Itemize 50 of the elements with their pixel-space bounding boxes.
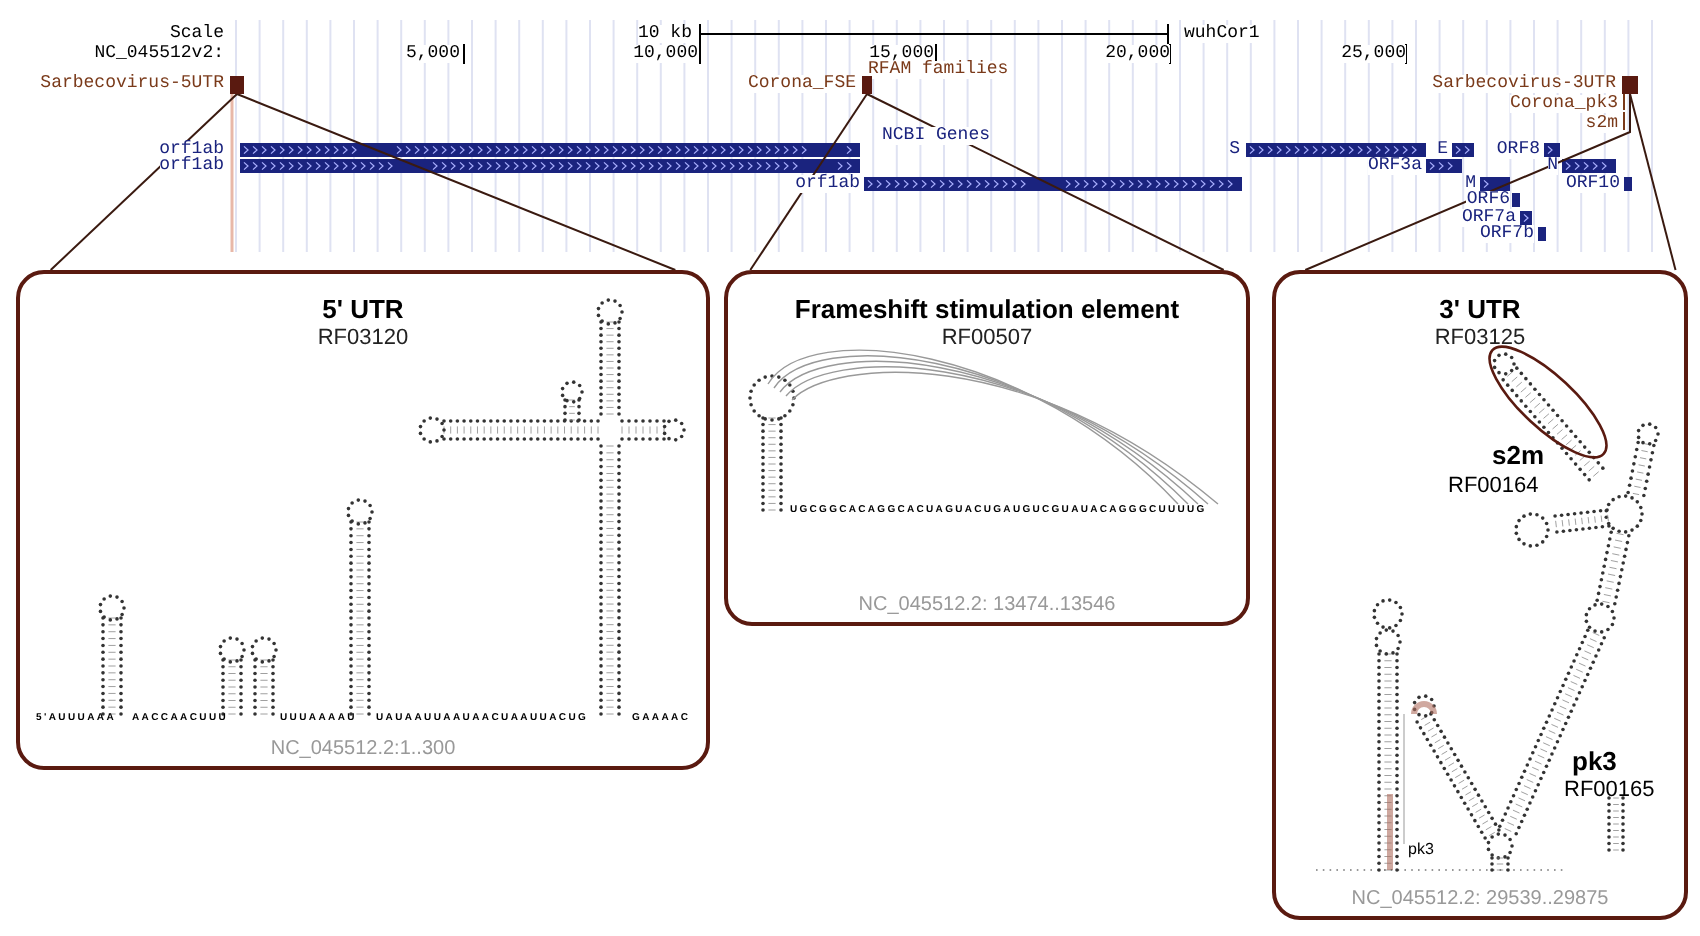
feature-label: s2m bbox=[1585, 115, 1618, 133]
gene-label: orf1ab bbox=[159, 141, 224, 159]
coordinate-range: NC_045512.2:1..300 bbox=[268, 738, 458, 760]
track-label: Scale bbox=[169, 25, 224, 43]
gene-label: NCBI Genes bbox=[882, 127, 991, 145]
structure-label: pk3 bbox=[1572, 746, 1617, 776]
structure-title: 5' UTR bbox=[320, 294, 406, 324]
feature-label: RFAM families bbox=[868, 61, 1009, 79]
structure-title: Frameshift stimulation element bbox=[792, 294, 1182, 324]
track-label: 10 kb bbox=[637, 25, 692, 43]
accession-id: RF00507 bbox=[939, 326, 1035, 350]
gene-label: S bbox=[1229, 141, 1240, 159]
gene-label: ORF8 bbox=[1496, 141, 1540, 159]
structure-title: s2m bbox=[1492, 440, 1545, 470]
connector-line bbox=[236, 93, 677, 271]
structure-label: pk3 bbox=[1408, 840, 1434, 858]
coordinate-range: NC_045512.2: 29539..29875 bbox=[1349, 888, 1611, 910]
connector-line bbox=[49, 93, 238, 271]
feature-marker bbox=[230, 76, 244, 94]
accession-id: RF03125 bbox=[1432, 326, 1528, 350]
accession-id: RF03120 bbox=[315, 326, 411, 350]
connector-line bbox=[1304, 93, 1631, 271]
feature-label: Corona_FSE bbox=[747, 75, 856, 93]
gene-label: orf1ab bbox=[159, 157, 224, 175]
coordinate-range: NC_045512.2: 13474..13546 bbox=[856, 594, 1118, 616]
accession-id: RF00164 bbox=[1448, 474, 1539, 498]
feature-marker bbox=[1622, 76, 1638, 94]
gene-label: ORF7b bbox=[1479, 225, 1534, 243]
connector-line bbox=[866, 93, 1225, 271]
track-label: 5,000 bbox=[405, 45, 460, 63]
feature-label: Sarbecovirus-3UTR bbox=[1432, 75, 1616, 93]
gene-label: ORF10 bbox=[1565, 175, 1620, 193]
track-label: wuhCor1 bbox=[1184, 25, 1260, 43]
track-label: 10,000 bbox=[633, 45, 698, 63]
track-label: 20,000 bbox=[1105, 45, 1170, 63]
feature-label: Sarbecovirus-5UTR bbox=[40, 75, 224, 93]
gene-label: M bbox=[1465, 175, 1476, 193]
gene-label: ORF7a bbox=[1461, 209, 1516, 227]
track-label: 25,000 bbox=[1341, 45, 1406, 63]
feature-marker bbox=[862, 76, 872, 94]
gene-label: ORF6 bbox=[1466, 191, 1510, 209]
gene-label: N bbox=[1547, 157, 1558, 175]
gene-label: ORF3a bbox=[1367, 157, 1422, 175]
gene-label: E bbox=[1437, 141, 1448, 159]
gene-label: orf1ab bbox=[795, 175, 860, 193]
structure-title: 3' UTR bbox=[1437, 294, 1523, 324]
track-label: NC_045512v2: bbox=[94, 45, 224, 63]
connector-line bbox=[1629, 93, 1677, 271]
accession-id: RF00165 bbox=[1564, 778, 1655, 802]
connector-line bbox=[749, 93, 868, 271]
